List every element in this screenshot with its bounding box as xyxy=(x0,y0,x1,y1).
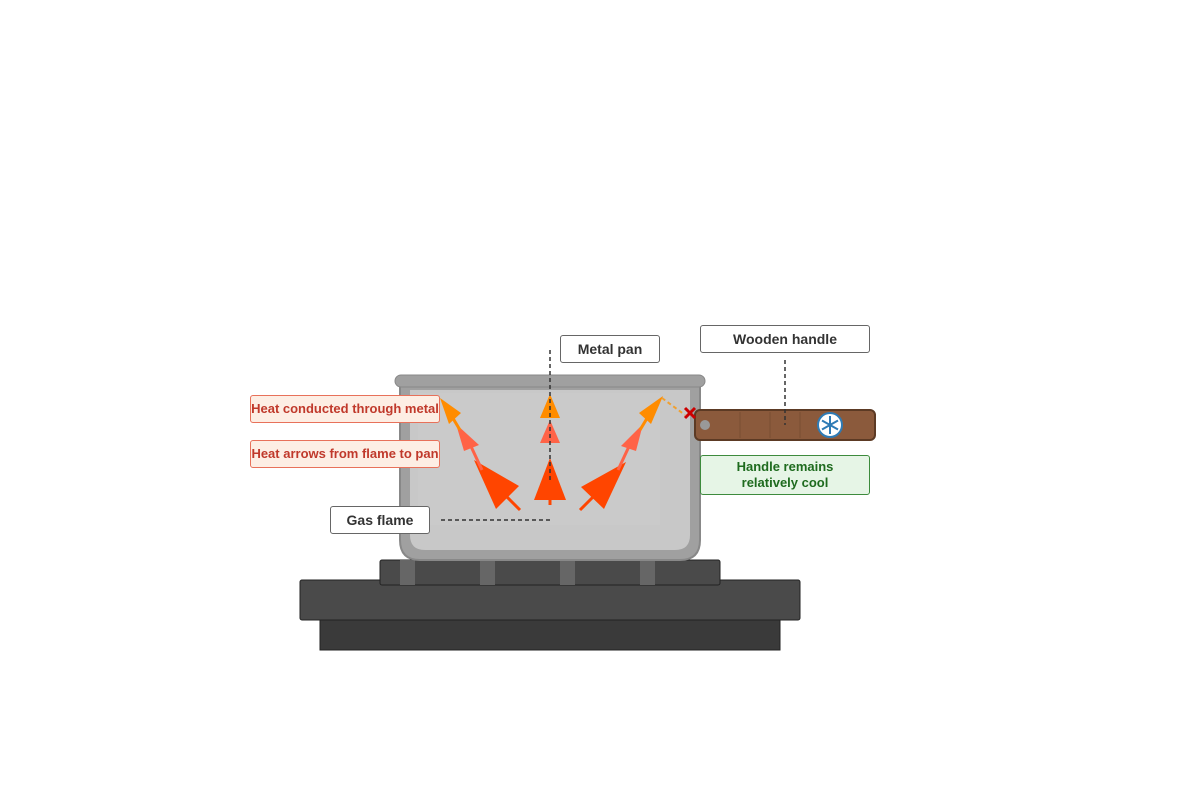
stove-top xyxy=(299,579,801,621)
grate-prong xyxy=(640,560,655,585)
grate-prong xyxy=(560,560,575,585)
gas-flame-label: Gas flame xyxy=(330,506,430,534)
heat-arrow-head xyxy=(456,424,479,451)
rivet-icon xyxy=(700,420,710,430)
heat-arrow-head xyxy=(540,420,560,443)
heat-arrow-head xyxy=(621,424,643,451)
grate-prong xyxy=(400,560,415,585)
stove xyxy=(299,559,801,651)
snowflake-icon xyxy=(817,412,843,438)
heat-arrow-head xyxy=(474,460,519,509)
cross-icon xyxy=(683,406,697,420)
stove-base xyxy=(319,617,781,651)
heat-conducted-label: Heat conducted through metal xyxy=(250,395,440,423)
heat-arrow-head xyxy=(440,398,461,424)
heat-arrows-label: Heat arrows from flame to pan xyxy=(250,440,440,468)
handle-cool-label: Handle remains relatively cool xyxy=(700,455,870,495)
heat-arrow-head xyxy=(639,396,663,424)
heat-arrow-head xyxy=(581,462,626,509)
heat-arrows xyxy=(440,394,697,512)
grate-prong xyxy=(480,560,495,585)
blocked-heat-path xyxy=(661,397,686,416)
metal-pan-label: Metal pan xyxy=(560,335,660,363)
wooden-handle-label: Wooden handle xyxy=(700,325,870,353)
burner-grate xyxy=(379,559,721,586)
leader-lines xyxy=(441,350,786,521)
